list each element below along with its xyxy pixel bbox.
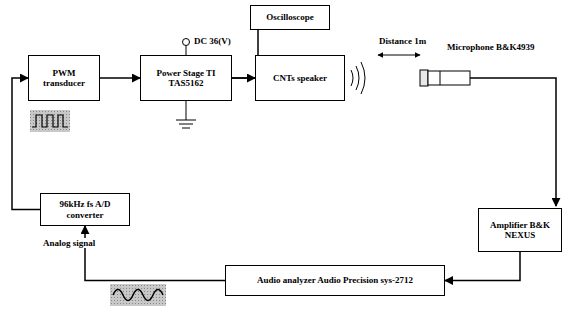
supply-label: DC 36(V) [193,36,232,46]
distance-label: Distance 1m [378,36,427,46]
instrument-box: Amplifier B&K NEXUS [478,208,562,252]
box-text: CNTs speaker [273,73,327,83]
box-text: PWM transducer [33,68,95,89]
process-box: PWM transducer [28,55,100,101]
signal-connector [445,252,520,281]
process-box: 96kHz fs A/D converter [40,193,130,226]
box-text: Oscilloscope [266,12,314,22]
instrument-box: Audio analyzer Audio Precision sys-2712 [225,265,445,296]
dc-supply-terminal [183,39,190,56]
pulse-icon [30,110,70,132]
sound-waves [351,62,365,94]
device-label: Microphone B&K4939 [446,42,536,52]
microphone-symbol [420,70,470,86]
mic-cable [470,78,556,206]
distance-arrow [378,55,420,56]
signal-connector [85,226,225,281]
box-text: 96kHz fs A/D converter [45,199,125,220]
box-text: Amplifier B&K NEXUS [483,220,557,241]
sine-icon [110,284,166,306]
speaker-box: CNTs speaker [255,55,345,101]
signal-label: Analog signal [42,238,96,248]
box-text: Audio analyzer Audio Precision sys-2712 [257,275,413,285]
process-box: Power Stage TI TAS5162 [140,55,232,101]
ground-symbol [176,100,196,128]
signal-connector [100,77,140,79]
instrument-box: Oscilloscope [250,5,330,30]
box-text: Power Stage TI TAS5162 [145,68,227,89]
